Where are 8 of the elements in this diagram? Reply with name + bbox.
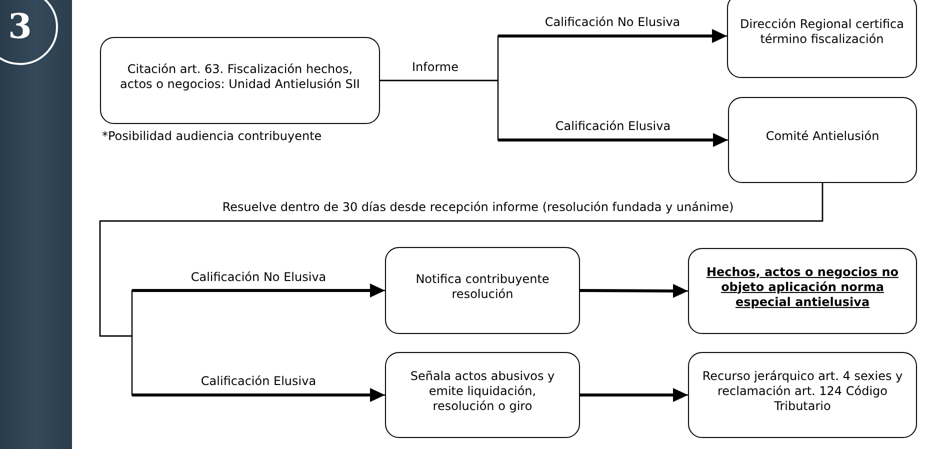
outcome-box: Hechos, actos o negocios no objeto aplicación norma especial antielusiva (688, 248, 917, 334)
process-box: Notifica contribuyente resolución (385, 247, 580, 334)
process-box: Señala actos abusivos y emite liquidación, resolución o giro (385, 352, 580, 438)
note-text: *Posibilidad audiencia contribuyente (102, 130, 322, 142)
process-box: Citación art. 63. Fiscalización hechos, actos o negocios: Unidad Antielusión SII (100, 37, 380, 124)
process-box: Dirección Regional certifica término fiscalización (727, 0, 917, 78)
process-box: Comité Antielusión (728, 97, 917, 183)
process-box: Recurso jerárquico art. 4 sexies y reclamación art. 124 Código Tributario (688, 352, 917, 438)
